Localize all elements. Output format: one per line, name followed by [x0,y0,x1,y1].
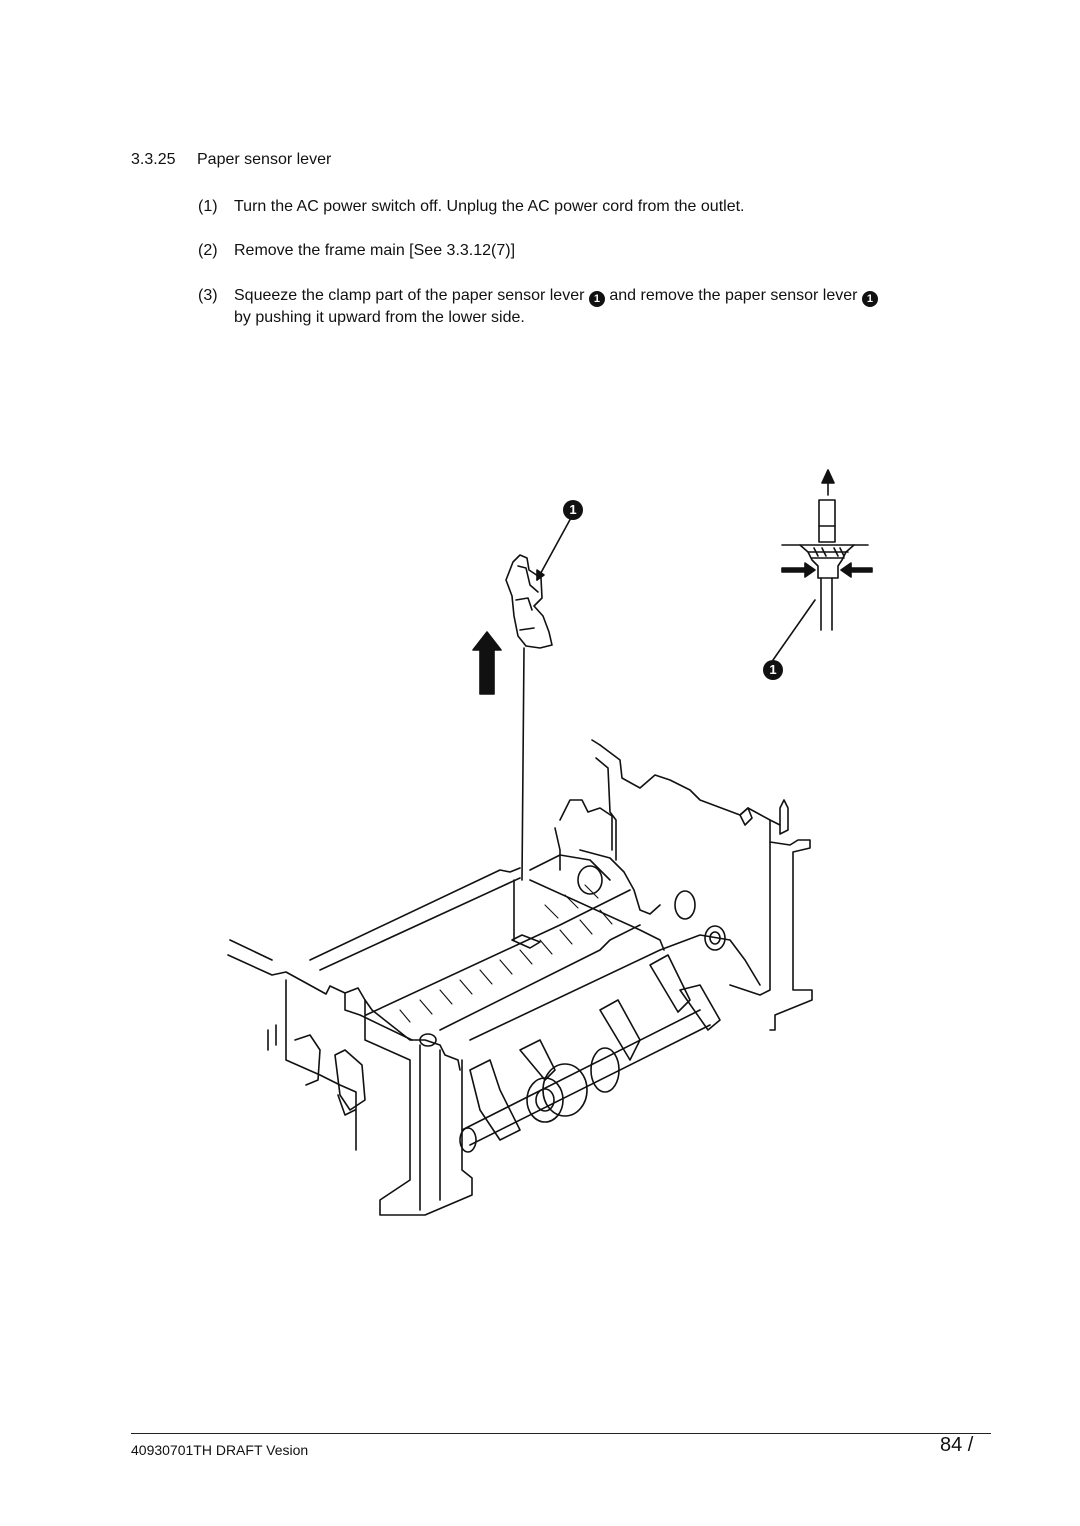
detail-inset [772,469,873,661]
printer-chassis [227,739,813,1216]
step-text-part: and remove the paper sensor lever [609,287,858,304]
step-number: (2) [198,242,218,259]
step-number: (3) [198,287,218,304]
step-text-part: Squeeze the clamp part of the paper sens… [234,287,585,304]
step-number: (1) [198,198,218,215]
leader-arrowhead [536,569,545,581]
footer-doc-id: 40930701TH DRAFT Vesion [131,1442,309,1458]
section-heading: 3.3.25 Paper sensor lever [131,151,331,169]
step-text: Remove the frame main [See 3.3.12(7)] [234,242,516,259]
paper-guide-ribs [399,884,613,1023]
step-text: Squeeze the clamp part of the paper sens… [234,285,984,328]
step-text-part: by pushing it upward from the lower side… [234,309,525,326]
page-number: 84 / [940,1434,974,1456]
paper-sensor-lever-part [505,554,553,941]
up-arrow-icon [472,631,502,695]
sensor-slot [511,934,541,949]
section-number: 3.3.25 [131,151,176,168]
step-text: Turn the AC power switch off. Unplug the… [234,198,745,215]
roller-assembly [419,865,726,1153]
callout-marker: 1 [563,500,583,520]
left-side-mechanism [267,1024,366,1116]
callout-marker: 1 [588,291,605,307]
footer-divider [131,1433,991,1434]
callout-marker: 1 [861,291,878,307]
section-title: Paper sensor lever [197,151,332,168]
callout-marker: 1 [763,660,783,680]
leader-line [536,515,573,581]
